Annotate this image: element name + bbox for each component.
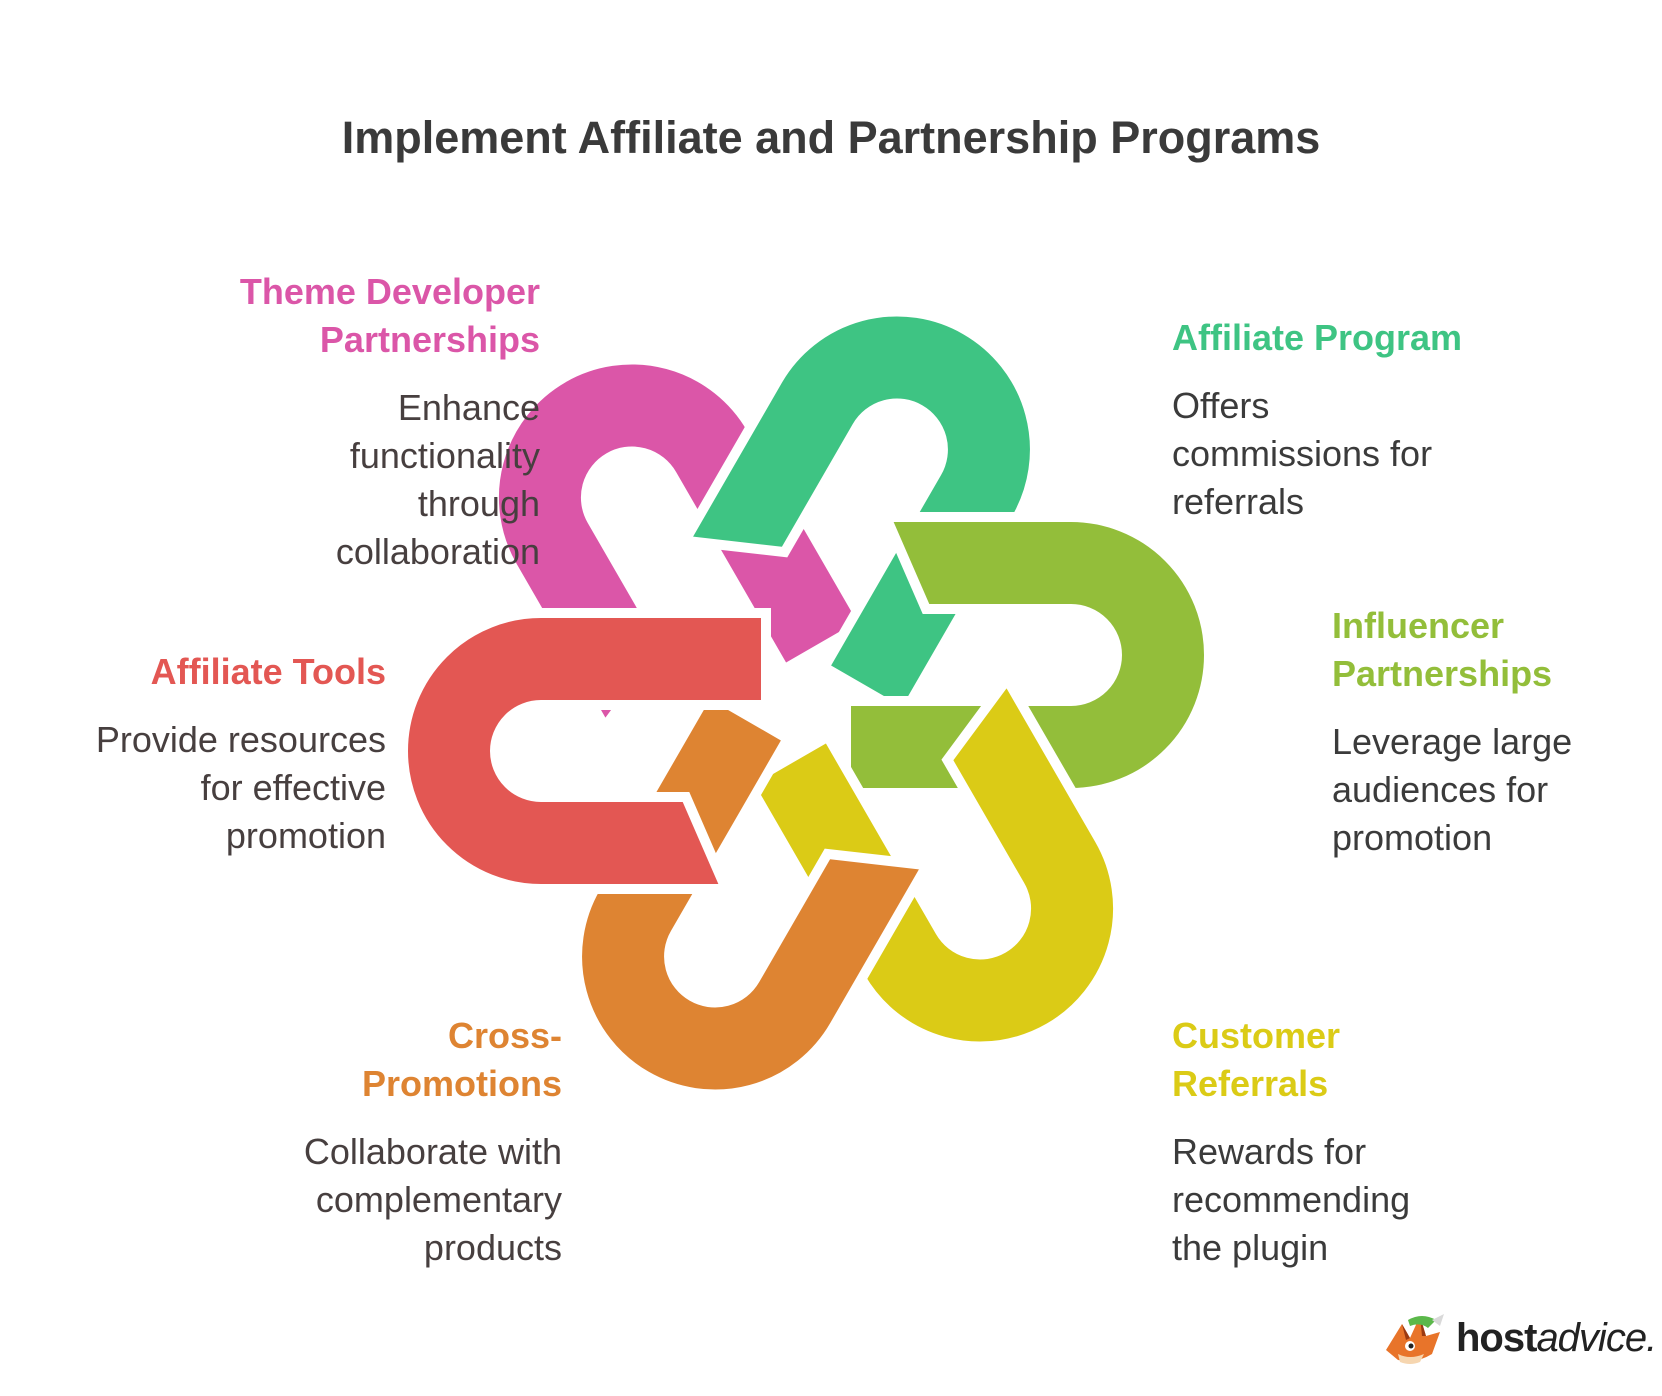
item-heading-line: Influencer xyxy=(1332,605,1505,646)
fox-mascot-icon xyxy=(1386,1314,1444,1364)
item-description-line: functionality xyxy=(349,435,540,476)
item-heading-line: Referrals xyxy=(1172,1063,1329,1104)
item-description-line: the plugin xyxy=(1172,1227,1329,1268)
item-heading-line: Promotions xyxy=(361,1063,562,1104)
item-description: Leverage large audiences for promotion xyxy=(1332,718,1652,862)
label-cross-promotions: Cross- Promotions Collaborate with complem… xyxy=(200,1012,562,1272)
item-description: Offers commissions for referrals xyxy=(1172,382,1532,526)
brand-name-light: advice. xyxy=(1536,1315,1657,1360)
item-heading-line: Partnerships xyxy=(319,319,540,360)
label-affiliate-program: Affiliate Program Offers commissions for r… xyxy=(1172,314,1532,526)
item-description-line: promotion xyxy=(1332,817,1493,858)
item-heading-line: Cross- xyxy=(447,1015,562,1056)
item-description: Provide resources for effective promotion xyxy=(40,716,386,860)
loop-band xyxy=(398,608,771,894)
item-description-line: Provide resources xyxy=(95,719,386,760)
item-description-line: referrals xyxy=(1172,481,1305,522)
item-description-line: Offers xyxy=(1172,385,1270,426)
item-heading: Affiliate Program xyxy=(1172,314,1532,362)
loop-band xyxy=(741,670,1123,1052)
item-heading-line: Theme Developer xyxy=(239,271,540,312)
loop-customer-referrals xyxy=(741,670,1123,1052)
item-description-line: commissions for xyxy=(1172,433,1433,474)
item-description: Enhance functionality through collaboration xyxy=(160,384,540,576)
item-description-line: products xyxy=(423,1227,562,1268)
loop-influencer-partnerships xyxy=(841,512,1214,798)
brand-name: hostadvice. xyxy=(1456,1315,1657,1361)
item-description-line: recommending xyxy=(1172,1179,1411,1220)
label-affiliate-tools: Affiliate Tools Provide resources for eff… xyxy=(40,648,386,860)
page-title: Implement Affiliate and Partnership Prog… xyxy=(341,112,1321,163)
item-heading-line: Affiliate Program xyxy=(1172,317,1463,358)
loop-affiliate-tools xyxy=(398,608,771,894)
item-description-line: Rewards for xyxy=(1172,1131,1367,1172)
item-heading-line: Affiliate Tools xyxy=(150,651,386,692)
brand-name-bold: host xyxy=(1456,1315,1537,1360)
item-description: Rewards for recommending the plugin xyxy=(1172,1128,1532,1272)
item-heading-line: Partnerships xyxy=(1332,653,1553,694)
item-description-line: Leverage large xyxy=(1332,721,1573,762)
hostadvice-logo: hostadvice. xyxy=(1380,1310,1657,1366)
loop-band xyxy=(841,512,1214,798)
item-heading-line: Customer xyxy=(1172,1015,1341,1056)
item-description-line: through xyxy=(417,483,540,524)
item-description-line: for effective xyxy=(200,767,386,808)
item-description-line: audiences for xyxy=(1332,769,1549,810)
item-heading: Cross- Promotions xyxy=(200,1012,562,1108)
item-description: Collaborate with complementary products xyxy=(200,1128,562,1272)
item-description-line: Collaborate with xyxy=(303,1131,562,1172)
item-description-line: complementary xyxy=(315,1179,562,1220)
item-description-line: Enhance xyxy=(397,387,540,428)
item-heading: Affiliate Tools xyxy=(40,648,386,696)
item-description-line: promotion xyxy=(225,815,386,856)
item-description-line: collaboration xyxy=(335,531,540,572)
